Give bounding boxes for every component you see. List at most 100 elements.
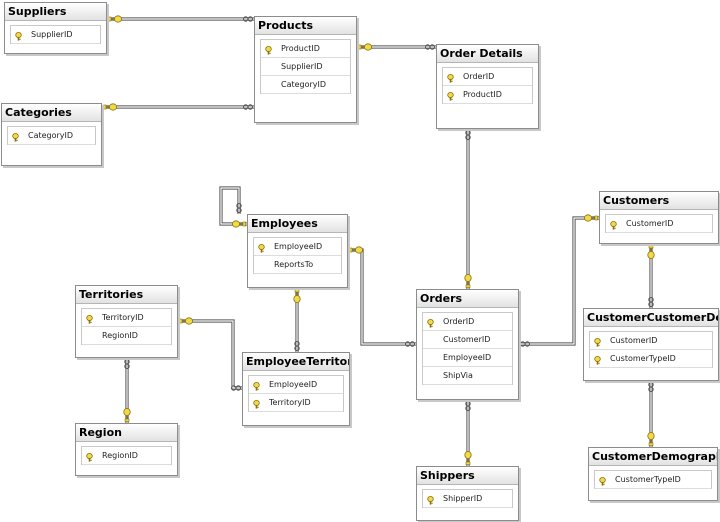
column-row[interactable]: CategoryID <box>261 76 350 94</box>
table-title[interactable]: CustomerDemographics <box>589 448 717 466</box>
column-name: ReportsTo <box>274 260 314 269</box>
column-row[interactable]: TerritoryID <box>82 309 171 327</box>
primary-key-icon <box>252 398 261 409</box>
primary-key-icon <box>446 72 455 83</box>
key-icon-territories-employeeterritories <box>179 317 194 325</box>
column-list: CustomerTypeID <box>594 470 712 489</box>
key-icon-employees-employeeterritories-head <box>293 295 301 304</box>
table-title[interactable]: Orders <box>417 290 518 308</box>
key-icon-region-territories-head <box>123 407 131 416</box>
infinity-icon-customerdemographics-customercustomerdemo <box>648 382 654 392</box>
relationship-line-inner-territories-employeeterritories <box>178 320 242 389</box>
infinity-icon-employees-self <box>236 203 242 213</box>
column-row[interactable]: ProductID <box>443 86 532 104</box>
key-icon-employees-employeeterritories-bit <box>294 289 300 293</box>
key-icon-customerdemographics-customercustomerdemo-bit <box>648 442 654 446</box>
column-name: CustomerTypeID <box>610 354 676 363</box>
table-title[interactable]: EmployeeTerritories <box>243 353 349 371</box>
table-title[interactable]: Order Details <box>437 45 538 63</box>
table-title[interactable]: Categories <box>2 104 101 122</box>
key-icon-orders-orderdetails <box>464 273 472 288</box>
infinity-icon-employees-employeeterritories-loop-b <box>294 345 300 351</box>
primary-key-icon <box>11 131 20 142</box>
column-row[interactable]: CustomerTypeID <box>590 350 712 368</box>
infinity-icon-categories-products-loop-b <box>247 104 253 110</box>
key-icon-categories-products <box>103 103 118 111</box>
column-name: ShipperID <box>443 494 483 503</box>
column-row[interactable]: EmployeeID <box>249 376 343 394</box>
table-title[interactable]: Suppliers <box>5 3 106 21</box>
column-list: CustomerID <box>605 214 713 233</box>
column-row[interactable]: OrderID <box>423 313 512 331</box>
infinity-icon-shippers-orders-loop-b <box>465 405 471 411</box>
infinity-icon-region-territories-loop-b <box>124 363 130 369</box>
column-row[interactable]: CategoryID <box>8 127 95 145</box>
column-name: EmployeeID <box>443 353 492 362</box>
column-row[interactable]: ProductID <box>261 40 350 58</box>
column-row[interactable]: RegionID <box>82 447 171 465</box>
key-icon-region-territories-bit <box>124 418 130 422</box>
column-row[interactable]: CustomerID <box>590 332 712 350</box>
column-row[interactable]: CustomerID <box>606 215 712 233</box>
column-name: RegionID <box>102 451 138 460</box>
relationship-line-inner-employees-self <box>220 187 247 225</box>
column-row[interactable]: CustomerID <box>423 331 512 349</box>
column-name: TerritoryID <box>102 313 144 322</box>
infinity-icon-employees-self-loop-b <box>236 207 242 213</box>
primary-key-icon <box>598 475 607 486</box>
primary-key-icon <box>257 242 266 253</box>
table-title[interactable]: Customers <box>600 192 718 210</box>
key-icon-employees-self <box>231 220 246 228</box>
column-row[interactable]: ShipVia <box>423 367 512 385</box>
column-row[interactable]: SupplierID <box>11 26 100 44</box>
column-row[interactable]: CustomerTypeID <box>595 471 711 489</box>
table-customerdemographics[interactable]: CustomerDemographicsCustomerTypeID <box>588 447 718 501</box>
column-name: EmployeeID <box>269 380 318 389</box>
column-name: TerritoryID <box>269 398 311 407</box>
column-name: ProductID <box>281 44 320 53</box>
primary-key-icon <box>426 494 435 505</box>
primary-key-icon <box>593 354 602 365</box>
key-icon-customers-customercustomerdemo <box>647 245 655 260</box>
key-icon-orders-orderdetails-head <box>464 273 472 282</box>
column-row[interactable]: EmployeeID <box>254 238 341 256</box>
column-row[interactable]: OrderID <box>443 68 532 86</box>
primary-key-icon <box>252 380 261 391</box>
column-row[interactable]: EmployeeID <box>423 349 512 367</box>
column-row[interactable]: ShipperID <box>423 490 512 508</box>
key-icon-employees-orders-head <box>355 246 364 254</box>
column-row[interactable]: SupplierID <box>261 58 350 76</box>
key-icon-categories-products-head <box>109 103 118 111</box>
infinity-icon-employees-orders-loop-b <box>409 341 415 347</box>
table-customercustomerdemo[interactable]: CustomerCustomerDemoCustomerID CustomerTy… <box>583 308 719 381</box>
table-title[interactable]: Shippers <box>417 467 518 485</box>
infinity-icon-region-territories <box>124 359 130 369</box>
column-row[interactable]: RegionID <box>82 327 171 345</box>
infinity-icon-orders-orderdetails <box>465 130 471 140</box>
column-name: ShipVia <box>443 371 473 380</box>
infinity-icon-products-orderdetails <box>425 44 435 50</box>
table-title[interactable]: Region <box>76 424 177 442</box>
column-list: CategoryID <box>7 126 96 145</box>
key-icon-customers-orders-bit <box>594 215 598 221</box>
column-row[interactable]: ReportsTo <box>254 256 341 274</box>
table-title[interactable]: Territories <box>76 286 177 304</box>
table-title[interactable]: CustomerCustomerDemo <box>584 309 718 327</box>
infinity-icon-territories-employeeterritories-loop-b <box>235 385 241 391</box>
table-title[interactable]: Employees <box>248 215 347 233</box>
column-row[interactable]: TerritoryID <box>249 394 343 412</box>
table-title[interactable]: Products <box>255 17 356 35</box>
key-icon-employees-orders-bit <box>349 247 353 253</box>
table-employeeterritories[interactable]: EmployeeTerritoriesEmployeeID TerritoryID <box>242 352 350 426</box>
